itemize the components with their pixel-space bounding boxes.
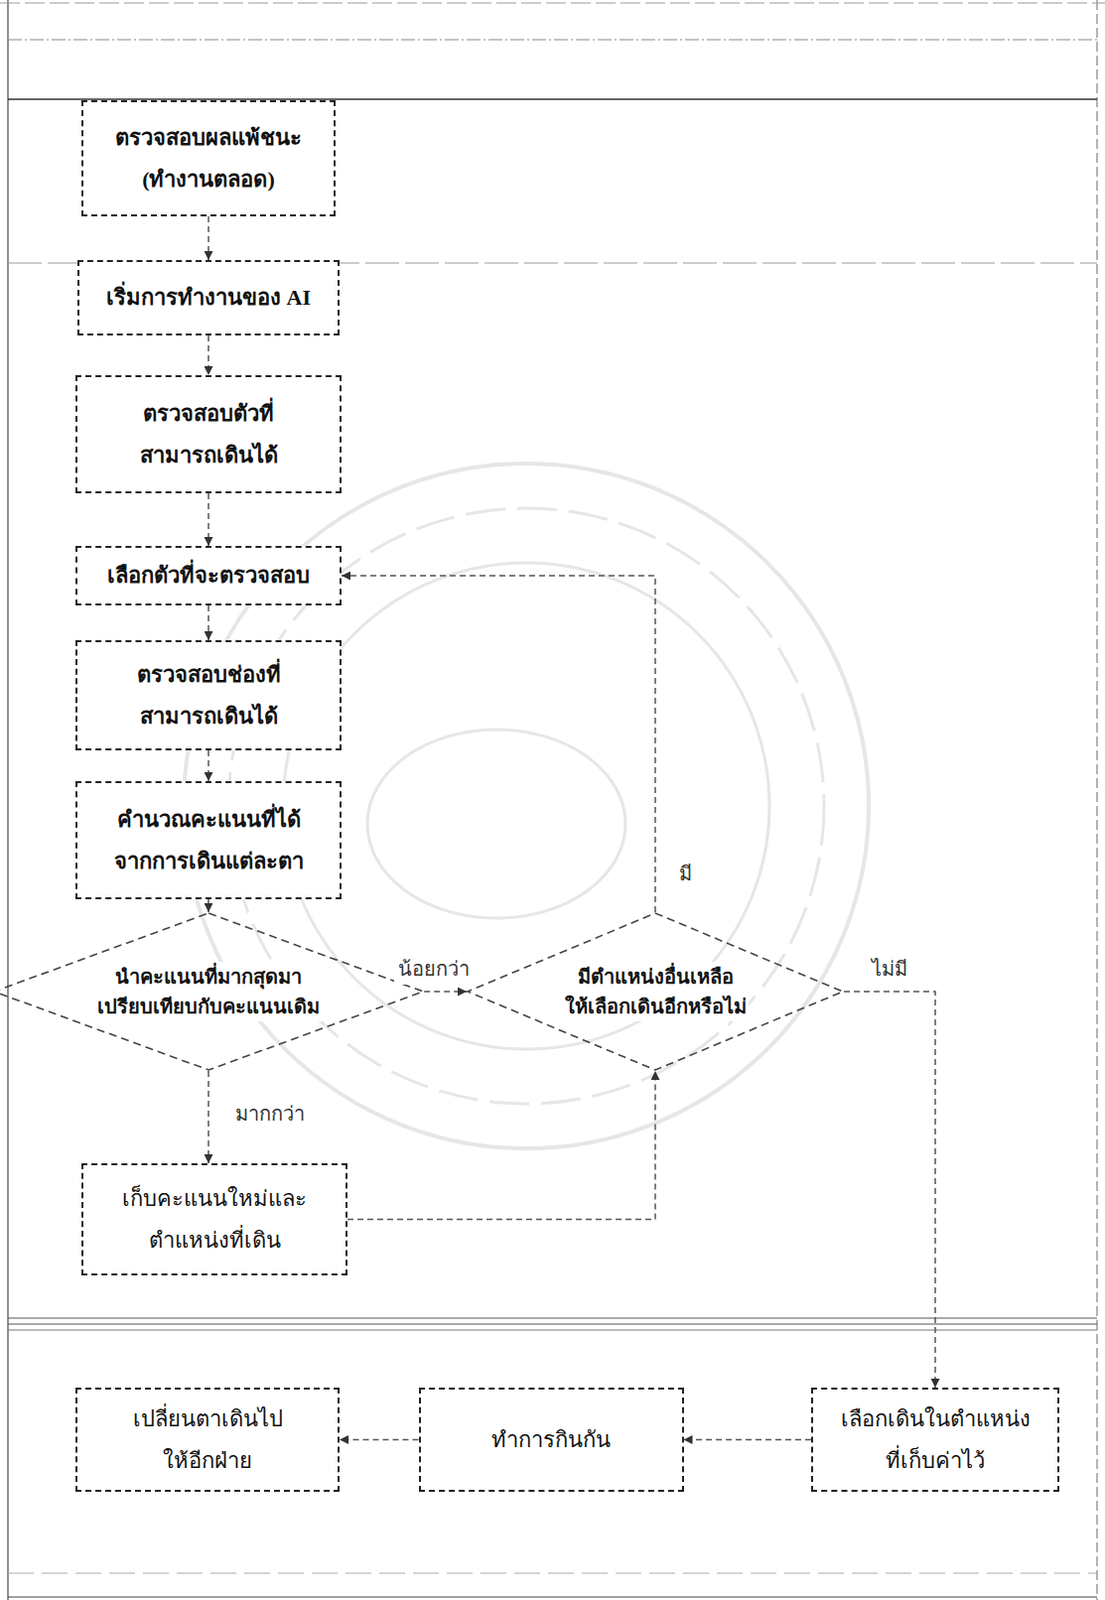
edge-label: มี: [675, 857, 696, 890]
text-line: ตรวจสอบผลแพ้ชนะ: [115, 117, 302, 159]
node-text: เปลี่ยนตาเดินไป ให้อีกฝ่าย: [133, 1398, 283, 1483]
flow-arrow: [423, 990, 467, 993]
process-box: ตรวจสอบผลแพ้ชนะ (ทำงานตลอด): [81, 100, 336, 217]
flow-arrow: [843, 991, 936, 1388]
watermark-ring: [282, 562, 770, 1050]
flow-arrow: [207, 493, 210, 547]
diamond-outline: [467, 913, 843, 1071]
node-text: เลือกเดินในตำแหน่ง ที่เก็บค่าไว้: [840, 1398, 1031, 1483]
text-line: เลือกตัวที่จะตรวจสอบ: [107, 562, 310, 588]
flow-arrow: [207, 605, 210, 641]
process-box: เปลี่ยนตาเดินไป ให้อีกฝ่าย: [75, 1387, 340, 1493]
flow-arrow: [207, 335, 210, 376]
process-box: คำนวณคะแนนที่ได้ จากการเดินแต่ละตา: [75, 781, 342, 900]
edge-label: ไม่มี: [867, 953, 912, 985]
frame-line: [7, 1596, 1098, 1598]
text-line: เก็บคะแนนใหม่และ: [122, 1178, 307, 1221]
frame-line: [7, 1330, 1098, 1332]
frame-line: [7, 1324, 1098, 1326]
flow-arrow: [207, 216, 210, 261]
node-text: เริ่มการทำงานของ AI: [106, 276, 311, 319]
node-text: เลือกตัวที่จะตรวจสอบ: [107, 554, 310, 597]
start-box: เริ่มการทำงานของ AI: [77, 260, 340, 336]
frame-line: [7, 1573, 1098, 1575]
process-box: ตรวจสอบช่องที่ สามารถเดินได้: [75, 640, 342, 751]
text-line: ให้อีกฝ่าย: [133, 1440, 283, 1483]
text-line: เลือกเดินในตำแหน่ง: [840, 1398, 1031, 1441]
decision-diamond: มีตำแหน่งอื่นเหลือ ให้เลือกเดินอีกหรือไม…: [466, 912, 844, 1072]
flow-arrow: [207, 1071, 210, 1164]
node-text: มีตำแหน่งอื่นเหลือ ให้เลือกเดินอีกหรือไม…: [562, 962, 749, 1022]
text-line: มีตำแหน่งอื่นเหลือ: [564, 962, 747, 992]
text-line: นำคะแนนที่มากสุดมา: [97, 962, 320, 992]
decision-diamond: นำคะแนนที่มากสุดมา เปรียบเทียบกับคะแนนเด…: [0, 912, 424, 1072]
frame-line: [7, 1317, 1098, 1319]
node-text: ทำการกินกัน: [491, 1419, 611, 1462]
flow-arrow: [339, 1439, 419, 1442]
process-box: ทำการกินกัน: [418, 1387, 685, 1493]
text-line: ตรวจสอบตัวที่: [139, 393, 278, 435]
flow-arrow: [341, 575, 656, 913]
text-line: เปรียบเทียบกับคะแนนเดิม: [97, 991, 320, 1022]
frame-line: [1097, 0, 1099, 1600]
text-line: สามารถเดินได้: [139, 434, 278, 477]
node-text: นำคะแนนที่มากสุดมา เปรียบเทียบกับคะแนนเด…: [95, 962, 322, 1022]
process-box: เลือกตัวที่จะตรวจสอบ: [75, 546, 342, 606]
flow-arrow: [207, 750, 210, 782]
edge-label: น้อยกว่า: [394, 953, 474, 985]
text-line: (ทำงานตลอด): [115, 158, 302, 201]
flow-arrow: [347, 1071, 656, 1221]
text-line: ให้เลือกเดินอีกหรือไม่: [564, 991, 747, 1022]
process-box: ตรวจสอบตัวที่ สามารถเดินได้: [75, 375, 342, 494]
process-box: เก็บคะแนนใหม่และ ตำแหน่งที่เดิน: [81, 1163, 348, 1276]
frame-line: [0, 2, 1105, 4]
node-text: เก็บคะแนนใหม่และ ตำแหน่งที่เดิน: [122, 1178, 307, 1262]
node-text: คำนวณคะแนนที่ได้ จากการเดินแต่ละตา: [114, 799, 304, 883]
text-line: เปลี่ยนตาเดินไป: [133, 1398, 283, 1441]
text-line: คำนวณคะแนนที่ได้: [114, 799, 304, 841]
watermark-figure: [367, 729, 626, 919]
text-line: ที่เก็บค่าไว้: [840, 1440, 1031, 1483]
flow-arrow: [684, 1439, 813, 1442]
text-line: AI: [286, 284, 311, 310]
text-line: ตรวจสอบช่องที่: [137, 654, 281, 696]
node-text: ตรวจสอบผลแพ้ชนะ (ทำงานตลอด): [115, 117, 302, 201]
edge-label: มากกว่า: [231, 1098, 309, 1130]
text-line: ทำการกินกัน: [491, 1427, 611, 1453]
process-box: เลือกเดินในตำแหน่ง ที่เก็บค่าไว้: [811, 1387, 1060, 1493]
frame-line: [7, 39, 1098, 41]
text-line: จากการเดินแต่ละตา: [114, 840, 304, 883]
flow-arrow: [207, 899, 210, 913]
diamond-outline: [0, 913, 423, 1071]
text-line: เริ่มการทำงานของ: [106, 284, 281, 310]
text-line: สามารถเดินได้: [137, 695, 281, 738]
frame-line: [6, 0, 8, 1600]
node-text: ตรวจสอบตัวที่ สามารถเดินได้: [139, 393, 278, 477]
text-line: ตำแหน่งที่เดิน: [122, 1220, 307, 1262]
node-text: ตรวจสอบช่องที่ สามารถเดินได้: [137, 654, 281, 738]
